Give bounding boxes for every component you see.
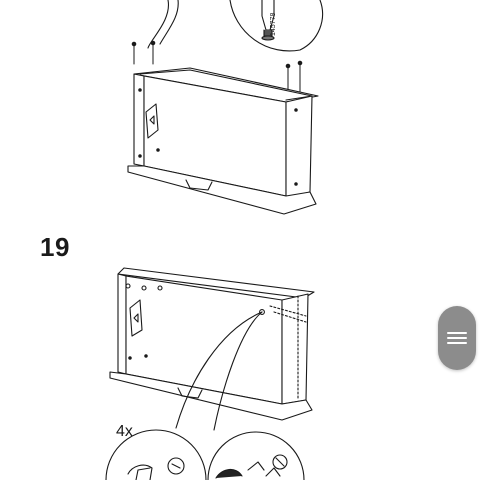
cam-lock-detail-left [105, 429, 207, 480]
drawer-box-previous [127, 67, 319, 215]
quantity-label: 4x [116, 423, 133, 440]
drawer-box-current [109, 267, 315, 421]
screw-icons [131, 40, 303, 99]
step-19-illustration [105, 267, 315, 480]
grip-lines-icon [438, 306, 476, 370]
screw-detail-callout [147, 0, 324, 52]
previous-step-illustration [127, 0, 324, 215]
part-number-label: 145778 [270, 12, 277, 36]
step-number: 19 [40, 232, 70, 262]
scroll-handle[interactable] [438, 306, 476, 370]
cam-lock-detail-right [207, 431, 305, 480]
